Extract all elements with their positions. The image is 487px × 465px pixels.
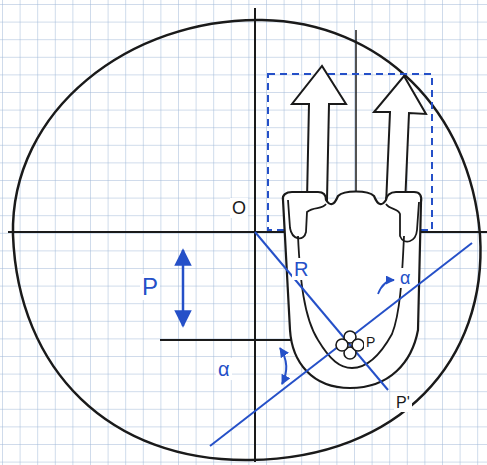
right-arm bbox=[386, 202, 419, 242]
pivot-symbol bbox=[336, 331, 364, 359]
left-arm bbox=[288, 200, 326, 238]
point-label: R bbox=[292, 258, 310, 280]
hollow-arrow bbox=[292, 66, 346, 200]
point-label: P bbox=[364, 334, 377, 350]
vertical-axis bbox=[254, 8, 256, 462]
point-label: O bbox=[230, 198, 248, 218]
point-label: α bbox=[216, 358, 232, 380]
point-label: P' bbox=[394, 394, 412, 412]
outer-outline bbox=[13, 20, 481, 460]
angle-arc bbox=[280, 348, 286, 384]
point-label: P bbox=[140, 274, 160, 300]
angle-arc bbox=[378, 280, 394, 294]
double-arrow bbox=[182, 250, 185, 326]
hollow-arrow bbox=[374, 76, 426, 205]
tilted-line bbox=[210, 243, 472, 446]
point-label: α bbox=[398, 268, 412, 288]
radius-line bbox=[255, 232, 388, 390]
